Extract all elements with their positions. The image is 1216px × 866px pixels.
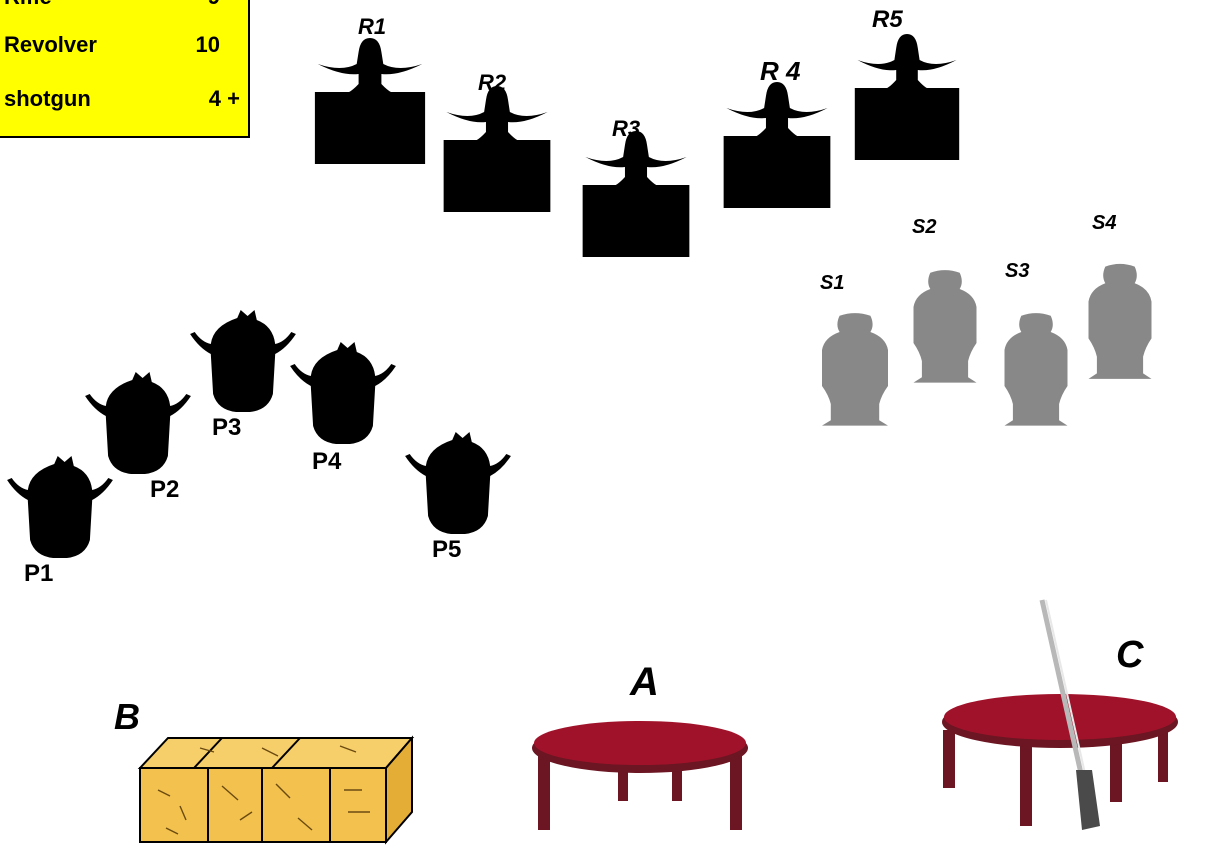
- label-r1: R1: [358, 14, 386, 40]
- table-a: [532, 721, 748, 830]
- pistol-target-p1: [7, 456, 113, 558]
- label-position-b: B: [114, 696, 140, 738]
- rifle-target-r3: [583, 131, 690, 257]
- shotgun-target-s4: [1089, 264, 1152, 379]
- rifle-target-r4: [724, 82, 831, 208]
- label-s3: S3: [1005, 260, 1029, 283]
- label-r3: R3: [612, 116, 640, 142]
- label-r4: R 4: [760, 56, 800, 87]
- label-p4: P4: [312, 448, 341, 476]
- shotgun-target-s1: [822, 313, 888, 426]
- pistol-target-p4: [290, 342, 396, 444]
- label-p5: P5: [432, 536, 461, 564]
- shotgun-target-s2: [914, 270, 977, 383]
- hay-bale: [140, 738, 412, 842]
- label-s2: S2: [912, 216, 936, 239]
- label-r5: R5: [872, 6, 903, 34]
- label-p1: P1: [24, 560, 53, 588]
- label-r2: R2: [478, 70, 506, 96]
- label-s4: S4: [1092, 212, 1116, 235]
- label-s1: S1: [820, 272, 844, 295]
- label-p3: P3: [212, 414, 241, 442]
- label-position-a: A: [630, 660, 659, 705]
- rifle-target-r5: [855, 34, 959, 160]
- rifle-target-r2: [444, 86, 551, 212]
- label-position-c: C: [1116, 634, 1143, 677]
- shotgun-target-s3: [1005, 313, 1068, 426]
- pistol-target-p2: [85, 372, 191, 474]
- table-c: [942, 694, 1178, 826]
- pistol-target-p3: [190, 310, 296, 412]
- rifle-target-r1: [315, 38, 425, 164]
- label-p2: P2: [150, 476, 179, 504]
- pistol-target-p5: [405, 432, 511, 534]
